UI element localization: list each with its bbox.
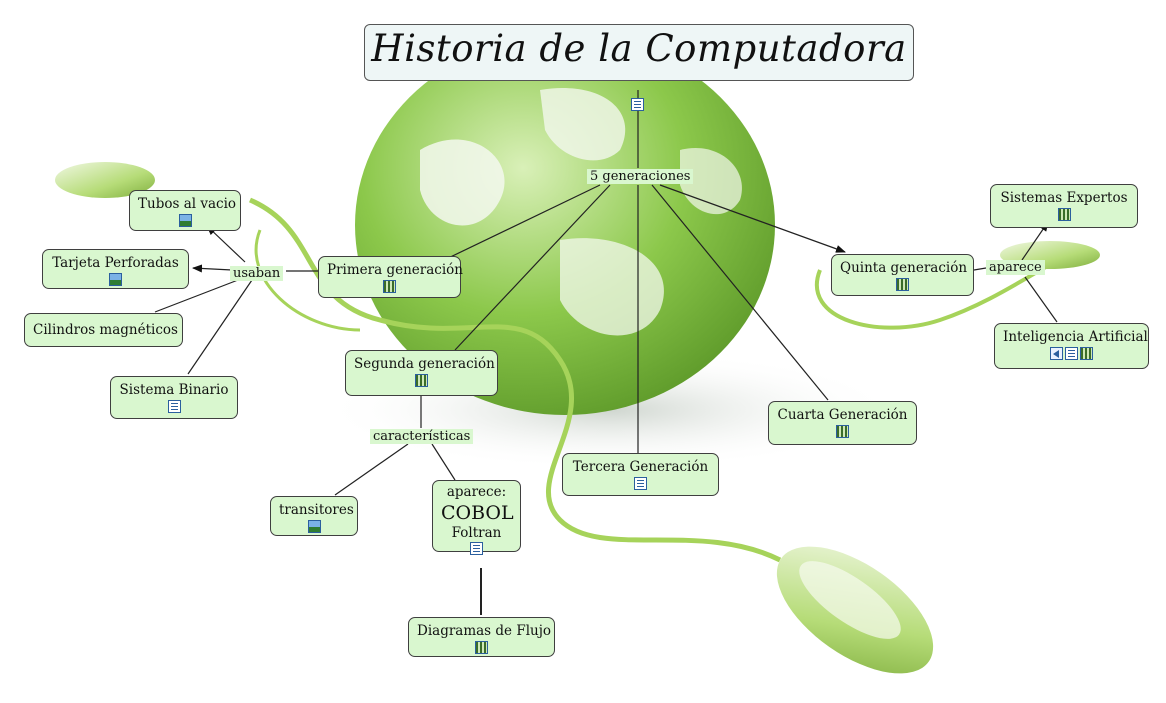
link-usaban-tubos: [206, 225, 246, 263]
concept-label: Tercera Generación: [572, 459, 709, 475]
phrase-caracteristicas: características: [370, 429, 474, 444]
concept-quinta-generacion[interactable]: Quinta generación: [831, 254, 974, 296]
concept-label: Sistema Binario: [119, 382, 229, 398]
video-icon[interactable]: [415, 374, 428, 387]
globe: [355, 35, 775, 415]
concept-label: transitores: [279, 502, 354, 518]
concept-inteligencia-artificial[interactable]: Inteligencia Artificial: [994, 323, 1149, 369]
concept-transistores[interactable]: transitores: [270, 496, 358, 536]
link-generaciones-cuarta: [651, 184, 829, 401]
image-icon[interactable]: [178, 214, 192, 227]
concept-primera-generacion[interactable]: Primera generación: [318, 256, 463, 298]
link-usaban-tarjeta: [192, 264, 233, 273]
link-usaban-binario: [187, 279, 253, 375]
concept-label: Segunda generación: [354, 356, 495, 372]
video-icon[interactable]: [383, 280, 396, 293]
document-icon[interactable]: [1065, 347, 1078, 360]
concept-label: Quinta generación: [840, 260, 968, 276]
concept-label-line2: COBOL: [441, 502, 514, 524]
document-icon[interactable]: [634, 477, 647, 490]
title-text: Historia de la Computadora: [371, 27, 907, 70]
link-usaban-cilindros: [154, 279, 239, 313]
concept-label: Cuarta Generación: [777, 407, 908, 423]
video-icon[interactable]: [475, 641, 488, 654]
concept-label-line1: aparece:: [446, 484, 507, 500]
concept-label: Tubos al vacio: [138, 196, 237, 212]
video-icon[interactable]: [836, 425, 849, 438]
concept-cilindros-magneticos[interactable]: Cilindros magnéticos: [24, 313, 183, 347]
concept-label: Sistemas Expertos: [1000, 190, 1128, 206]
link-generaciones-quinta: [659, 184, 846, 253]
document-icon[interactable]: [631, 98, 644, 111]
concept-label: Diagramas de Flujo: [417, 623, 552, 639]
concept-sistema-binario[interactable]: Sistema Binario: [110, 376, 238, 419]
audio-icon[interactable]: [1050, 347, 1063, 360]
link-caracteristicas-cobol: [431, 443, 456, 481]
link-aparece-ia: [1024, 276, 1058, 323]
concept-tarjeta-perforadas[interactable]: Tarjeta Perforadas: [42, 249, 189, 289]
link-generaciones-segunda: [454, 184, 611, 351]
video-icon[interactable]: [1080, 347, 1093, 360]
link-generaciones-primera: [439, 184, 601, 263]
concept-segunda-generacion[interactable]: Segunda generación: [345, 350, 498, 396]
title-icons: [631, 75, 644, 123]
link-aparece-expertos: [1021, 221, 1049, 261]
image-icon[interactable]: [307, 520, 321, 533]
document-icon[interactable]: [470, 542, 483, 555]
concept-label-line3: Foltran: [451, 525, 502, 541]
concept-sistemas-expertos[interactable]: Sistemas Expertos: [990, 184, 1138, 228]
concept-label: Primera generación: [327, 262, 463, 278]
link-caracteristicas-transistores: [334, 443, 409, 496]
concept-diagramas-de-flujo[interactable]: Diagramas de Flujo: [408, 617, 555, 657]
video-icon[interactable]: [896, 278, 909, 291]
image-icon[interactable]: [109, 273, 122, 286]
concept-tercera-generacion[interactable]: Tercera Generación: [562, 453, 719, 496]
phrase-usaban: usaban: [230, 266, 284, 281]
phrase-5-generaciones: 5 generaciones: [587, 169, 694, 184]
concept-label: Inteligencia Artificial: [1003, 329, 1148, 345]
concept-label: Tarjeta Perforadas: [52, 255, 179, 271]
video-icon[interactable]: [1057, 208, 1071, 221]
concept-tubos-al-vacio[interactable]: Tubos al vacio: [129, 190, 241, 231]
link-quinta-aparece: [973, 267, 987, 271]
concept-label: Cilindros magnéticos: [33, 322, 178, 338]
phrase-aparece: aparece: [986, 260, 1045, 275]
concept-cuarta-generacion[interactable]: Cuarta Generación: [768, 401, 917, 445]
document-icon[interactable]: [167, 400, 181, 413]
concept-aparece-cobol-foltran[interactable]: aparece: COBOL Foltran: [432, 480, 521, 555]
main-title: Historia de la Computadora: [364, 24, 914, 111]
